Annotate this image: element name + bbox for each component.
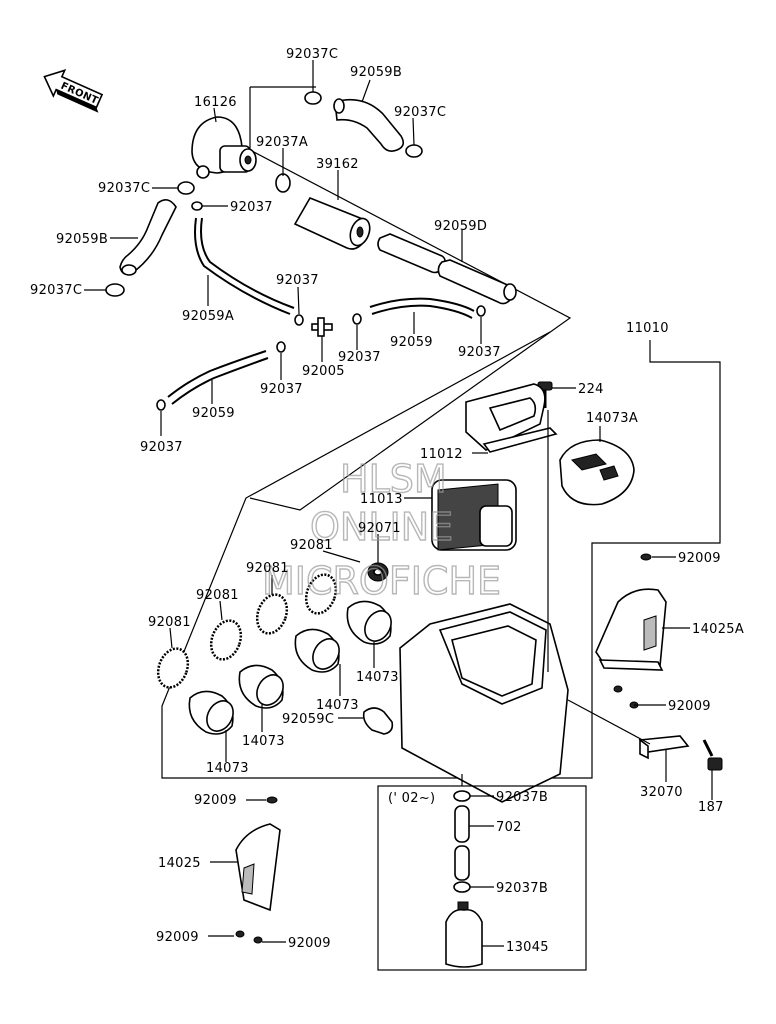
part-label: 13045	[506, 940, 549, 955]
part-label: 92081	[246, 561, 289, 576]
watermark: HLSM ONLINE MICROFICHE	[261, 456, 501, 603]
part-number-labels: 92037C 92059B 16126 92037C 92037A 39162 …	[30, 47, 744, 955]
part-92059d-hose	[377, 233, 446, 274]
svg-text:ONLINE: ONLINE	[310, 505, 453, 549]
part-label: 92059	[192, 406, 235, 421]
part-label: 92059	[390, 335, 433, 350]
part-92081-clamp-springs	[156, 573, 338, 689]
part-label: 92059B	[350, 65, 402, 80]
upper-group-outline	[249, 87, 572, 511]
front-arrow-icon: FRONT	[43, 69, 104, 113]
part-label: 92059B	[56, 232, 108, 247]
part-13045-bottle	[445, 901, 483, 968]
part-label: 11012	[420, 447, 463, 462]
part-label: 92059A	[182, 309, 234, 324]
part-label: 14073	[206, 761, 249, 776]
year-note: (' 02~)	[388, 791, 435, 806]
svg-text:MICROFICHE: MICROFICHE	[262, 559, 501, 603]
part-label: 92005	[302, 364, 345, 379]
part-label: 14073	[356, 670, 399, 685]
part-label: 92037	[140, 440, 183, 455]
part-14025a-bracket	[595, 588, 667, 671]
drain-group-outline	[377, 785, 587, 971]
part-16126-valve	[191, 116, 257, 179]
part-label: 16126	[194, 95, 237, 110]
part-92037c-clip	[304, 91, 322, 105]
part-92037a-clip	[275, 173, 291, 193]
part-label: 92059C	[282, 712, 334, 727]
part-label: 11013	[360, 492, 403, 507]
part-label: 11010	[626, 321, 669, 336]
part-label: 92009	[194, 793, 237, 808]
part-92037c-clip	[177, 181, 195, 195]
part-92059a-hose	[194, 217, 291, 315]
part-11012-cover	[465, 383, 558, 453]
part-92037-clip	[352, 313, 362, 325]
part-label: 92037C	[286, 47, 338, 62]
part-label: 39162	[316, 157, 359, 172]
part-label: 14073A	[586, 411, 638, 426]
part-label: 92037	[230, 200, 273, 215]
part-11010-air-box	[399, 603, 569, 803]
part-14025-bracket	[235, 823, 281, 912]
part-label: 32070	[640, 785, 683, 800]
part-label: 92037	[276, 273, 319, 288]
part-92037-clip	[476, 305, 486, 317]
part-11013-filter-element	[431, 479, 517, 551]
part-label: 92071	[358, 521, 401, 536]
part-32070-bracket	[638, 735, 690, 760]
part-label: 14025A	[692, 622, 744, 637]
part-label: 92037B	[496, 881, 548, 896]
part-702-tube	[454, 805, 470, 881]
part-92059-hose-lower	[167, 350, 267, 398]
part-14073-ducts	[188, 600, 392, 735]
part-92059c-elbow	[362, 707, 394, 735]
part-92009-screw-lower	[235, 796, 278, 944]
part-92037c-clip	[105, 283, 125, 297]
leader-lines	[84, 60, 713, 947]
part-label: 92037C	[30, 283, 82, 298]
part-label: 92009	[668, 699, 711, 714]
part-92037-clip	[156, 399, 166, 411]
part-label: 92037A	[256, 135, 308, 150]
part-label: 92037	[458, 345, 501, 360]
part-label: 14025	[158, 856, 201, 871]
svg-text:HLSM: HLSM	[340, 457, 447, 501]
part-92037-clip	[294, 314, 304, 326]
part-label: 92081	[196, 588, 239, 603]
part-92059-hose	[369, 297, 475, 312]
part-label: 187	[698, 800, 724, 815]
part-label: 92059D	[434, 219, 487, 234]
part-label: 92037C	[394, 105, 446, 120]
part-92059d-hose	[437, 259, 515, 305]
part-label: 14073	[242, 734, 285, 749]
part-label: 14073	[316, 698, 359, 713]
part-label: 92009	[678, 551, 721, 566]
part-92037c-clip	[405, 144, 423, 158]
part-92037-clip	[191, 201, 203, 211]
part-187-bolt	[702, 739, 723, 771]
part-label: 92081	[148, 615, 191, 630]
part-label: 92037	[260, 382, 303, 397]
part-label: 92009	[156, 930, 199, 945]
part-92005-fitting	[311, 317, 333, 337]
part-label: 92037B	[496, 790, 548, 805]
part-label: 702	[496, 820, 522, 835]
part-39162-filter	[293, 196, 371, 250]
part-label: 92081	[290, 538, 333, 553]
part-14073a-duct	[559, 439, 635, 506]
airbox-group-outline	[161, 331, 721, 779]
part-label: 224	[578, 382, 604, 397]
part-92059b-hose-left	[119, 199, 177, 275]
part-92059b-hose	[334, 98, 405, 152]
part-label: 92009	[288, 936, 331, 951]
part-92037-clip	[276, 341, 286, 353]
part-label: 92037	[338, 350, 381, 365]
part-label: 92037C	[98, 181, 150, 196]
